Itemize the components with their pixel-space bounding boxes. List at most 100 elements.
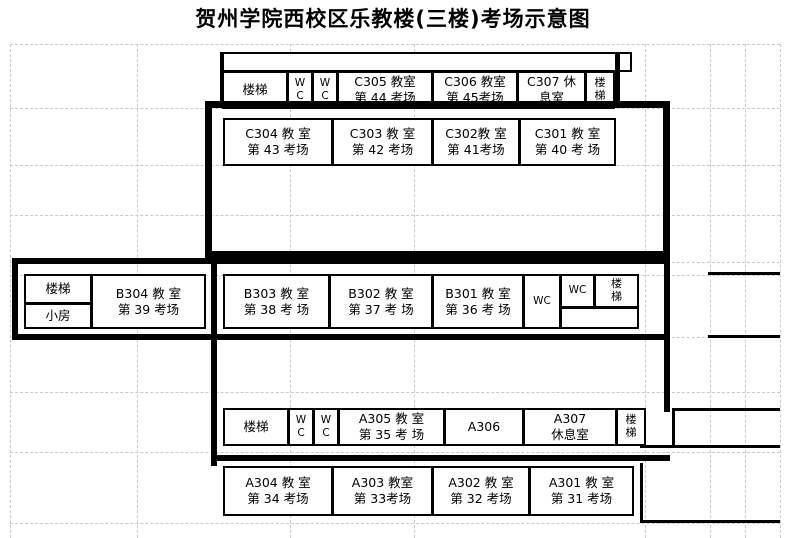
room-label-line1: WC xyxy=(533,294,551,307)
wall-exterior-right-vert xyxy=(672,408,675,446)
room-c301[interactable]: C301 教 室 第 40 考 场 xyxy=(519,118,616,166)
page-title: 贺州学院西校区乐教楼(三楼)考场示意图 xyxy=(195,7,591,31)
room-a303[interactable]: A303 教室 第 33考场 xyxy=(332,466,433,516)
room-stair-b-right[interactable]: 楼 梯 xyxy=(594,274,639,308)
room-label-line2: C xyxy=(297,427,305,439)
room-label-line1: B303 教 室 xyxy=(243,285,310,301)
room-a301[interactable]: A301 教 室 第 31 考场 xyxy=(529,466,634,516)
room-label-line2: 第 33考场 xyxy=(353,491,412,506)
room-label-line1: A302 教 室 xyxy=(448,475,514,491)
room-label-line1: 楼 xyxy=(594,76,606,90)
room-label-line2: 第 37 考 场 xyxy=(348,301,414,317)
room-label-line1: B304 教 室 xyxy=(115,285,182,301)
room-label-line2: C xyxy=(296,90,304,102)
room-label-line1: 小房 xyxy=(45,308,71,324)
wall-exterior-right-mid xyxy=(675,408,780,411)
wall-b-left-bottom xyxy=(12,334,217,340)
corridor-b-right-stub xyxy=(560,307,639,329)
room-a306[interactable]: A306 xyxy=(444,408,524,446)
wall-b-center-vertical xyxy=(211,258,217,466)
room-wc-b-1[interactable]: WC xyxy=(523,274,561,329)
room-b301[interactable]: B301 教 室 第 36 考 场 xyxy=(432,274,524,329)
room-c304[interactable]: C304 教 室 第 43 考场 xyxy=(223,118,333,166)
wall-exterior-bottom-low xyxy=(640,520,780,523)
gridline-v xyxy=(645,44,646,538)
room-label-line1: C301 教 室 xyxy=(534,126,601,142)
wall-b-right-edge xyxy=(664,258,670,340)
room-wc-b-2[interactable]: WC xyxy=(560,274,595,308)
room-label-line2: 第 36 考 场 xyxy=(445,301,511,317)
room-small-b[interactable]: 小房 xyxy=(24,303,92,329)
room-a302[interactable]: A302 教 室 第 32 考场 xyxy=(432,466,530,516)
room-label-line2: 梯 xyxy=(611,290,622,303)
wall-b-right-bottom xyxy=(215,334,670,340)
room-label-line1: A306 xyxy=(467,419,501,435)
room-label-line1: B301 教 室 xyxy=(445,285,511,301)
room-a305[interactable]: A305 教 室 第 35 考 场 xyxy=(338,408,445,446)
room-label-line1: C306 教室 xyxy=(444,74,506,90)
room-label-line1: A307 xyxy=(553,411,587,427)
room-wc-a-1[interactable]: W C xyxy=(288,408,314,446)
wall-c-upper-right xyxy=(615,52,620,104)
corridor-c-top xyxy=(222,52,632,72)
gridline-h xyxy=(10,44,780,45)
room-label-line1: C302教 室 xyxy=(445,126,507,142)
wall-c-body-left xyxy=(205,101,212,258)
room-label-line1: WC xyxy=(568,284,587,297)
room-label-line1: A304 教 室 xyxy=(245,475,311,491)
room-b303[interactable]: B303 教 室 第 38 考 场 xyxy=(223,274,330,329)
room-label-line1: B302 教 室 xyxy=(348,285,414,301)
room-label-line2: 第 38 考 场 xyxy=(243,301,310,317)
gridline-v xyxy=(780,44,781,538)
wall-c-upper-left xyxy=(220,52,224,104)
wall-exterior-right-low xyxy=(640,445,780,448)
wall-c-body-bottom xyxy=(205,251,670,258)
room-a307[interactable]: A307 休息室 xyxy=(523,408,617,446)
room-label-line2: 第 39 考场 xyxy=(117,301,180,317)
room-label-line1: C307 休 xyxy=(526,74,577,90)
room-label-line1: C303 教 室 xyxy=(349,126,416,142)
wall-exterior-right-bottom xyxy=(708,335,780,338)
room-label-line1: C305 教室 xyxy=(354,74,416,90)
wall-c-body-top xyxy=(205,101,670,108)
gridline-v xyxy=(745,44,746,538)
gridline-h xyxy=(10,215,780,216)
room-label-line1: W xyxy=(319,76,331,89)
room-label-line1: W xyxy=(295,413,307,426)
wall-b-left-top xyxy=(12,258,217,264)
room-a304[interactable]: A304 教 室 第 34 考场 xyxy=(223,466,333,516)
room-label-line1: A303 教室 xyxy=(351,475,414,491)
wall-exterior-right-top xyxy=(708,272,780,275)
room-label-line1: 楼梯 xyxy=(243,419,269,435)
room-stair-b-left[interactable]: 楼梯 xyxy=(24,274,92,304)
room-label-line2: 第 41考场 xyxy=(447,142,505,157)
room-label-line2: 第 31 考场 xyxy=(550,491,613,506)
gridline-h xyxy=(10,452,780,453)
room-label-line2: C xyxy=(321,90,329,102)
room-label-line2: 休息室 xyxy=(551,427,589,442)
gridline-h xyxy=(10,523,780,524)
room-b304[interactable]: B304 教 室 第 39 考场 xyxy=(91,274,206,329)
gridline-h xyxy=(10,392,780,393)
wall-b-left-edge xyxy=(12,258,18,340)
wall-exterior-bottom-vert xyxy=(640,463,643,523)
wall-a-body-bottom xyxy=(215,455,670,461)
wall-c-body-right xyxy=(663,101,670,258)
room-label-line1: A305 教 室 xyxy=(358,411,425,427)
room-label-line2: 第 42 考场 xyxy=(351,142,414,157)
room-label-line2: 第 34 考场 xyxy=(247,491,309,506)
room-label-line1: 楼 xyxy=(625,413,637,427)
room-c303[interactable]: C303 教 室 第 42 考场 xyxy=(332,118,433,166)
room-label-line2: 第 40 考 场 xyxy=(534,142,601,157)
room-label-line1: 楼梯 xyxy=(242,82,268,98)
room-b302[interactable]: B302 教 室 第 37 考 场 xyxy=(329,274,433,329)
room-wc-a-2[interactable]: W C xyxy=(313,408,339,446)
room-label-line2: 第 35 考 场 xyxy=(358,427,425,442)
room-label-line1: W xyxy=(294,76,306,89)
room-c302[interactable]: C302教 室 第 41考场 xyxy=(432,118,520,166)
room-stair-a-left[interactable]: 楼梯 xyxy=(223,408,289,446)
room-label-line2: 第 32 考场 xyxy=(450,491,512,506)
gridline-v xyxy=(10,44,11,538)
room-stair-a-right[interactable]: 楼 梯 xyxy=(616,408,646,446)
